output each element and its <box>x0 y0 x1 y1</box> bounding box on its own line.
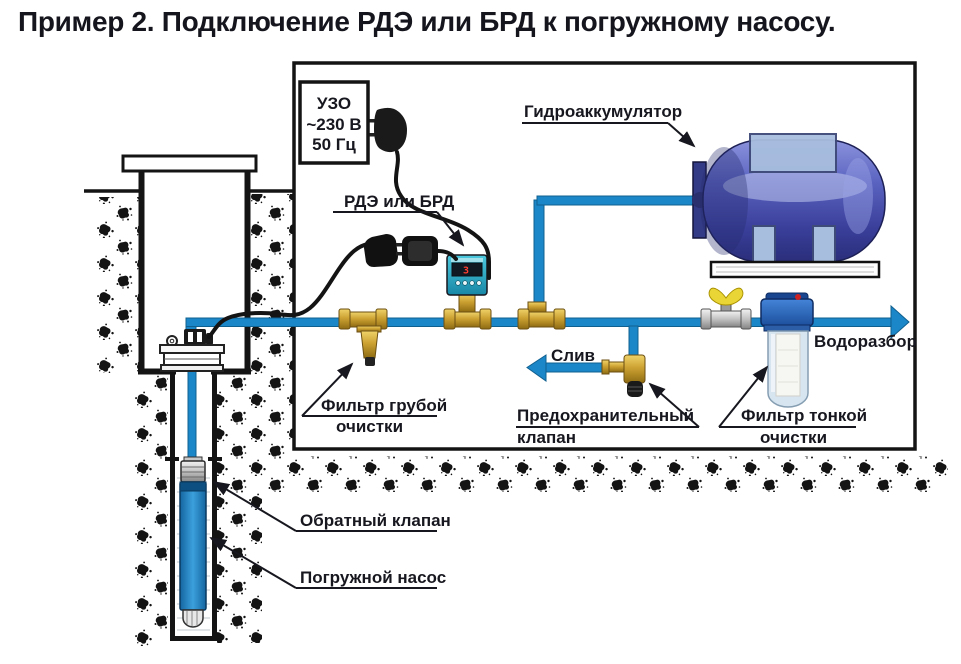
tank-foot <box>812 225 836 263</box>
label-check-valve: Обратный клапан <box>300 511 451 530</box>
ball-valve <box>700 287 752 330</box>
label-fine-filter-2: очистки <box>760 428 827 447</box>
drop-pipe-in-well <box>187 366 197 464</box>
label-rde-brd: РДЭ или БРД <box>344 192 454 211</box>
coarse-filter-bowl <box>360 330 379 359</box>
label-fine-filter-1: Фильтр тонкой <box>741 406 867 425</box>
drain-arrowhead <box>526 354 547 382</box>
page-title: Пример 2. Подключение РДЭ или БРД к погр… <box>18 6 836 37</box>
controller-display-value: 3 <box>463 266 469 277</box>
tank-foot <box>752 225 776 263</box>
check-valve <box>180 456 206 483</box>
uzo-line1: УЗО <box>317 94 351 113</box>
fine-filter-cap <box>760 298 814 327</box>
valve-handle <box>708 287 744 306</box>
safety-valve-cap <box>627 381 643 397</box>
pump-strainer <box>182 609 204 628</box>
pipe-fittings <box>338 292 646 397</box>
tank-base <box>709 260 881 279</box>
fine-filter <box>760 292 814 408</box>
pit-lid <box>121 154 258 173</box>
uzo-spec-box: УЗО ~230 В 50 Гц <box>298 80 370 165</box>
controller-tee <box>443 292 492 330</box>
uzo-plug <box>366 107 407 153</box>
label-submersible-pump: Погружной насос <box>300 568 446 587</box>
pump-cable <box>207 242 370 339</box>
submersible-pump <box>179 481 207 628</box>
electrical-wiring <box>207 150 491 339</box>
pressure-release-button <box>795 294 801 300</box>
controller-cable <box>436 249 458 261</box>
uzo-power-cable <box>393 150 491 280</box>
tank-tee <box>517 301 566 330</box>
safety-valve <box>601 354 646 397</box>
label-coarse-filter-1: Фильтр грубой <box>321 396 447 415</box>
tank-top-plate <box>749 133 837 173</box>
filter-cartridge <box>775 333 801 397</box>
hydroaccumulator-tank <box>692 133 886 279</box>
label-safety-valve-1: Предохранительный <box>517 406 694 425</box>
label-drain: Слив <box>551 346 595 365</box>
label-safety-valve-2: клапан <box>517 428 576 447</box>
uzo-line3: 50 Гц <box>312 135 356 154</box>
label-coarse-filter-2: очистки <box>336 417 403 436</box>
controller-buttons[interactable] <box>455 280 482 286</box>
pump-plug-connector <box>364 234 438 267</box>
coarse-filter <box>338 308 388 366</box>
tank-branch-horizontal <box>536 195 700 206</box>
water-offtake-arrowhead <box>890 304 910 340</box>
label-water-offtake: Водоразбор <box>814 332 917 351</box>
callout-labels: Гидроаккумулятор РДЭ или БРД Слив Водора… <box>209 102 917 589</box>
uzo-line2: ~230 В <box>306 115 361 134</box>
pressure-controller: 3 <box>446 254 488 296</box>
controller-display <box>451 262 483 277</box>
label-hydroaccumulator: Гидроаккумулятор <box>524 102 682 121</box>
coarse-filter-drain <box>365 357 375 366</box>
wellhead-cap <box>159 329 225 372</box>
